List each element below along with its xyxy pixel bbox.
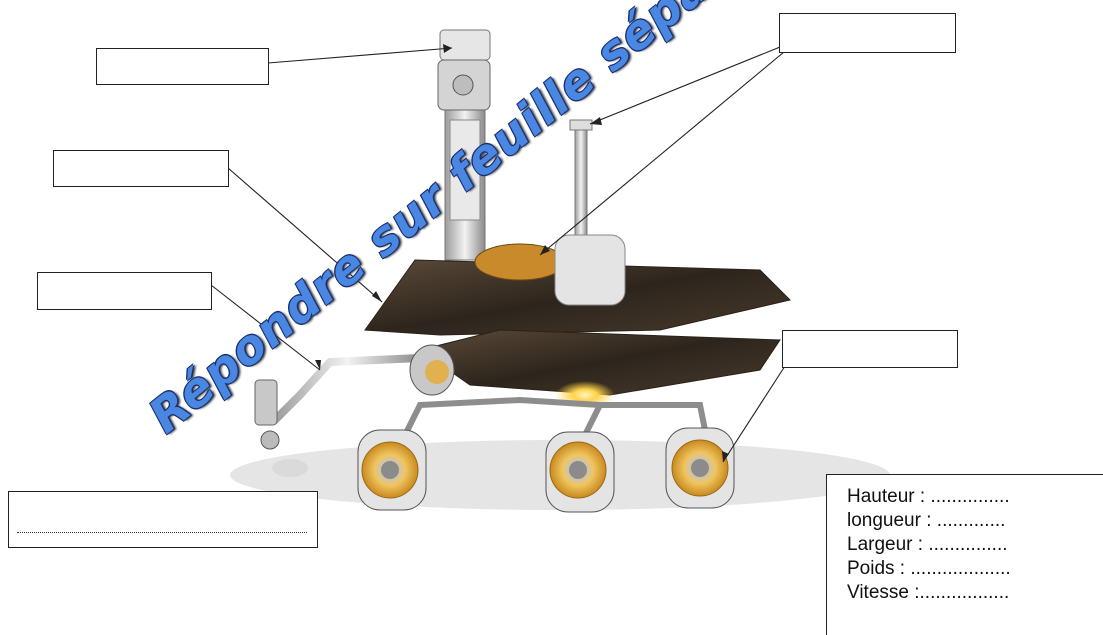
label-box-bottom[interactable] bbox=[8, 491, 318, 548]
spec-speed: Vitesse :................. bbox=[847, 582, 1010, 603]
label-box-wheel[interactable] bbox=[782, 330, 958, 368]
spec-length: longueur : ............. bbox=[847, 510, 1006, 531]
mast-camera bbox=[437, 29, 491, 261]
wheel-front bbox=[357, 429, 427, 511]
wheel-back-hidden bbox=[409, 344, 455, 396]
wheels bbox=[357, 344, 735, 513]
robotic-arm bbox=[254, 354, 424, 477]
spec-weight: Poids : ................... bbox=[847, 558, 1011, 579]
antenna bbox=[569, 119, 593, 256]
specs-box: Hauteur : ............... longueur : ...… bbox=[826, 474, 1103, 635]
label-box-solar-panel[interactable] bbox=[53, 150, 229, 187]
leader-arrowheads bbox=[315, 44, 729, 462]
label-box-arm[interactable] bbox=[37, 272, 212, 310]
label-box-camera[interactable] bbox=[96, 48, 269, 85]
wheel-rear bbox=[665, 427, 735, 509]
wheel-middle bbox=[545, 431, 615, 513]
label-box-antenna[interactable] bbox=[779, 13, 956, 53]
dotted-answer-line bbox=[17, 532, 307, 533]
warm-box bbox=[554, 234, 626, 306]
spec-height: Hauteur : ............... bbox=[847, 486, 1010, 507]
solar-panel-lower bbox=[418, 329, 781, 396]
spec-width: Largeur : ............... bbox=[847, 534, 1008, 555]
leader-lines bbox=[210, 46, 791, 463]
